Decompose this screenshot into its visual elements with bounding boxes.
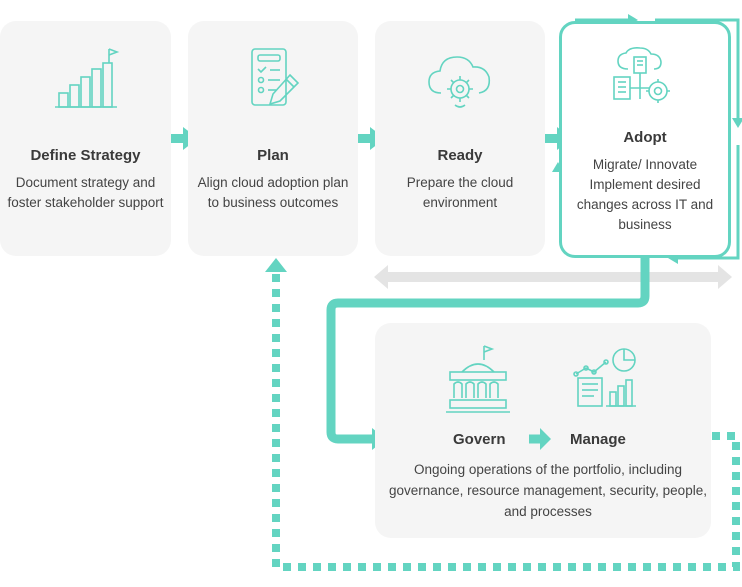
adopt-loop-arrows (575, 18, 740, 260)
government-building-icon (444, 344, 512, 414)
step-title: Define Strategy (30, 147, 141, 164)
manage-title: Manage (570, 431, 626, 448)
step-description: Prepare the cloud environment (406, 175, 514, 210)
operations-description: Ongoing operations of the portfolio, inc… (389, 462, 707, 519)
step-title: Adopt (623, 129, 667, 146)
feedback-arrowhead (265, 258, 287, 272)
step-title: Plan (257, 147, 289, 164)
analytics-report-icon (572, 346, 640, 410)
adopt-loop-arrowhead-right (732, 118, 742, 128)
step-description: Document strategy and foster stakeholder… (7, 175, 164, 210)
operations-card (375, 323, 711, 538)
bar-chart-flag-icon (51, 47, 121, 111)
cloud-gear-icon (425, 47, 495, 111)
adopt-to-operations-path (326, 258, 650, 444)
govern-title: Govern (453, 431, 506, 448)
grey-bidirectional-arrow (374, 265, 732, 289)
govern-to-manage-arrow (529, 428, 551, 450)
step-card-plan: Plan Align cloud adoption plan to busine… (188, 21, 358, 256)
step-description: Migrate/ Innovate Implement desired chan… (576, 157, 714, 232)
step-card-define-strategy: Define Strategy Document strategy and fo… (0, 21, 171, 256)
step-card-ready: Ready Prepare the cloud environment (375, 21, 545, 256)
feedback-dotted-path (272, 272, 740, 571)
step-card-adopt: Adopt Migrate/ Innovate Implement desire… (559, 21, 731, 258)
step-description: Align cloud adoption plan to business ou… (197, 175, 349, 210)
cloud-migration-icon (610, 47, 680, 111)
step-title: Ready (437, 147, 483, 164)
checklist-pencil-icon (238, 47, 308, 111)
